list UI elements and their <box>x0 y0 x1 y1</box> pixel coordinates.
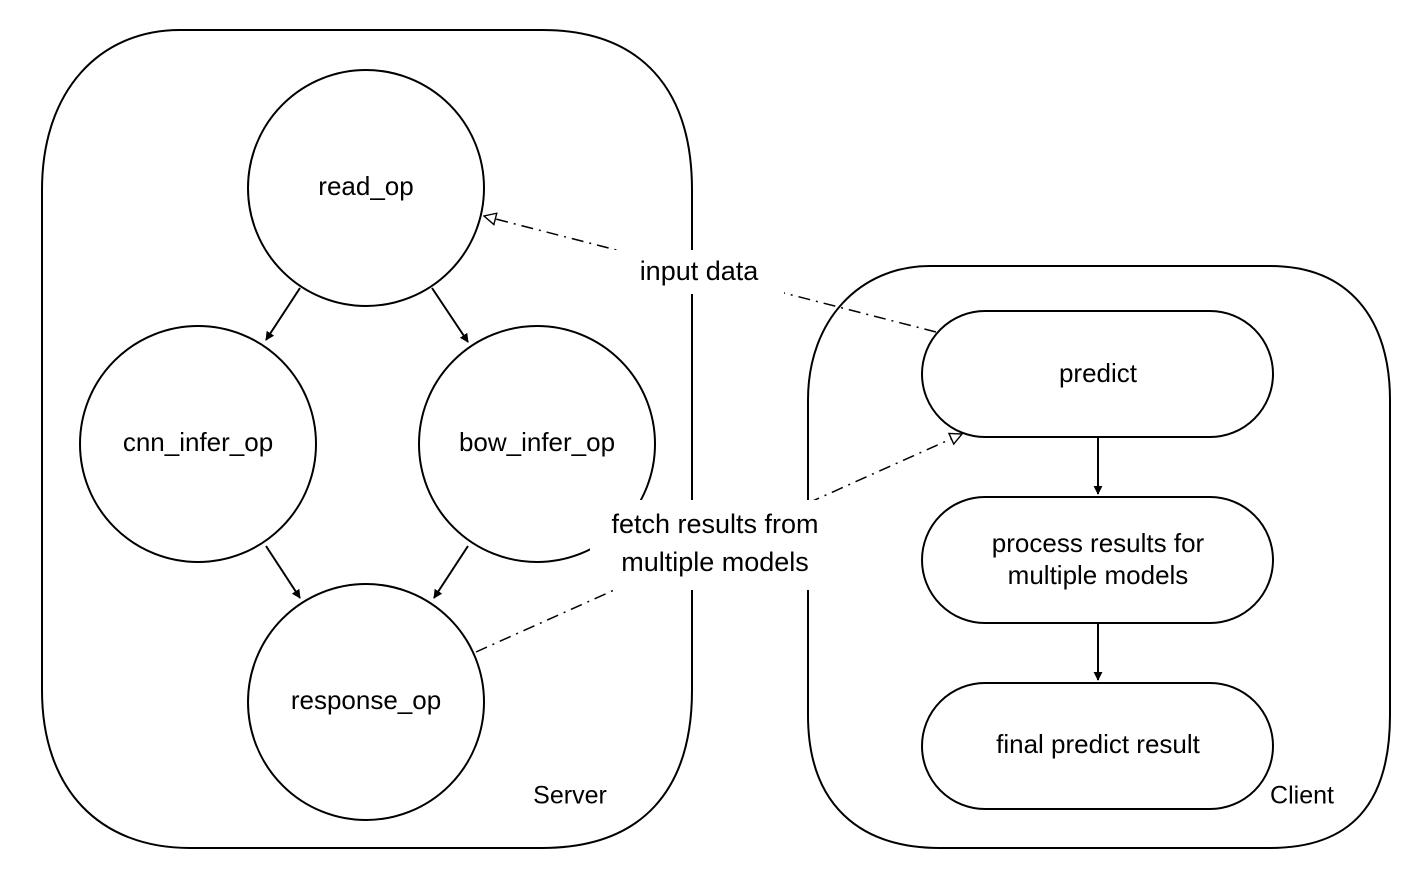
input-data-label-bg <box>614 250 784 294</box>
node-read-op <box>247 69 485 307</box>
node-final-result-label: final predict result <box>996 729 1201 759</box>
edge-read-to-cnn <box>265 287 301 341</box>
node-cnn-infer-op-label: cnn_infer_op <box>123 427 273 457</box>
server-group-outline <box>41 29 693 849</box>
client-group-outline <box>807 265 1391 849</box>
node-process-results <box>921 496 1274 624</box>
node-read-op-label: read_op <box>318 171 413 201</box>
node-predict-label: predict <box>1059 358 1138 388</box>
node-response-op <box>247 583 485 821</box>
node-response-op-label: response_op <box>291 685 441 715</box>
node-predict <box>921 310 1274 438</box>
node-process-results-label-line1: process results for <box>992 528 1205 558</box>
node-bow-infer-op-label: bow_infer_op <box>459 427 615 457</box>
node-cnn-infer-op <box>79 325 317 563</box>
server-group-label: Server <box>533 782 607 810</box>
fetch-results-label-line2: multiple models <box>621 547 809 577</box>
edge-bow-to-response <box>433 545 469 599</box>
client-group-label: Client <box>1270 782 1334 810</box>
edge-cnn-to-response <box>265 545 301 599</box>
fetch-results-label-bg <box>590 500 840 590</box>
fetch-results-label-line1: fetch results from <box>611 509 818 539</box>
node-process-results-label-line2: multiple models <box>1008 560 1189 590</box>
input-data-label: input data <box>640 256 760 286</box>
edge-read-to-bow <box>431 287 469 343</box>
node-final-result <box>921 682 1274 810</box>
